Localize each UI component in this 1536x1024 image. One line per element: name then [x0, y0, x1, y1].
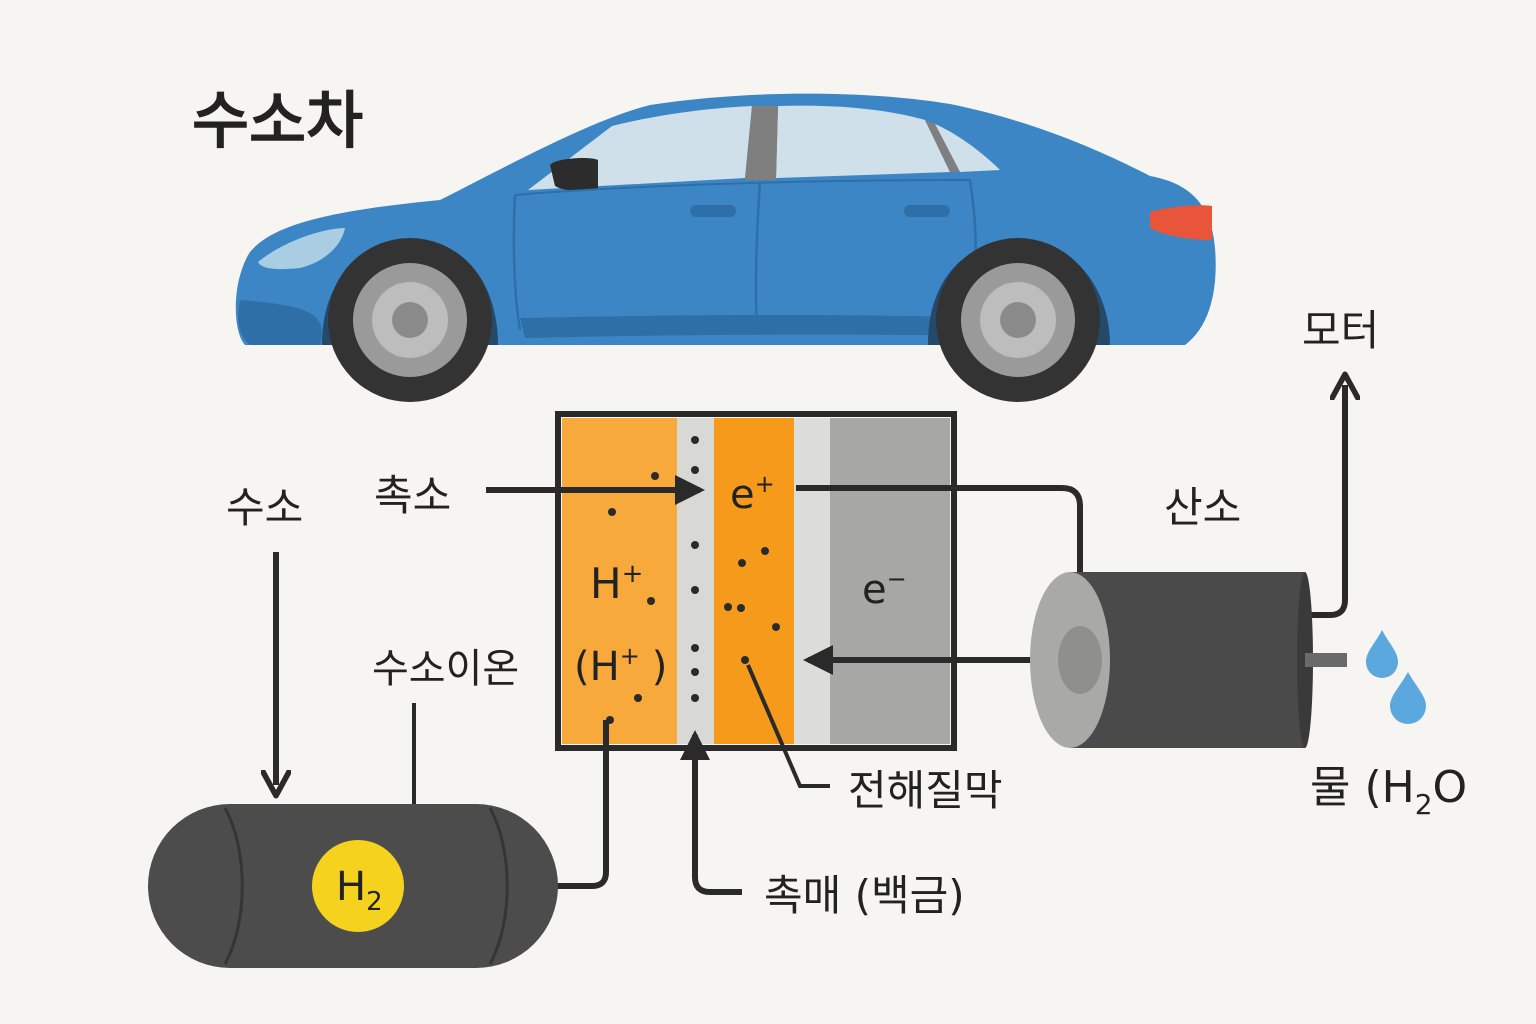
- h-ion-paren-open: (H: [574, 644, 620, 690]
- cathode-gas-layer: [830, 418, 950, 744]
- svg-text:e−: e−: [862, 565, 907, 613]
- membrane-label: 전해질막: [848, 766, 1003, 815]
- fuel-cell-frame: [555, 411, 957, 751]
- hydrogen-tank-icon: H2: [148, 804, 558, 968]
- water-label-prefix: 물 (H: [1310, 762, 1415, 813]
- catalyst-label: 촉매 (백금): [764, 871, 965, 920]
- diagram-title: 수소차: [192, 84, 363, 157]
- electron-wire-out: [796, 485, 1083, 640]
- e-plus-label: e: [730, 472, 755, 518]
- water-drop-icon: [1390, 672, 1426, 724]
- h-ion-paren-plus: +: [620, 642, 640, 670]
- svg-text:물 (H2O: 물 (H2O: [1310, 762, 1467, 821]
- oxygen-label: 산소: [1164, 483, 1241, 532]
- car-mirror: [550, 157, 598, 191]
- fuel-cell-stack: H+ (H+) e+ e−: [555, 411, 957, 751]
- water-drop-icon: [1366, 630, 1398, 678]
- door-handle-front: [690, 205, 736, 217]
- catalyst-side-label: 촉소: [374, 471, 451, 520]
- hydrogen-label: 수소: [226, 483, 303, 532]
- svg-text:e+: e+: [730, 470, 775, 518]
- hydrogen-ion-label: 수소이온: [372, 646, 519, 692]
- membrane-leader: [746, 664, 830, 788]
- cathode-particles: [724, 547, 780, 664]
- e-minus-label: e: [862, 567, 887, 613]
- motor-label: 모터: [1302, 306, 1379, 355]
- svg-text:(H+): (H+): [574, 642, 667, 690]
- hydrogen-pipe: [556, 720, 609, 889]
- car-tail-light: [1150, 205, 1212, 240]
- motor-up-arrow: [1305, 385, 1345, 618]
- gas-diffusion-layer: [794, 418, 830, 744]
- car-headlight: [258, 228, 345, 270]
- tank-badge: [312, 840, 404, 932]
- membrane-dots: [691, 436, 699, 702]
- water-label-suffix: O: [1433, 762, 1468, 813]
- tank-h-sub: 2: [366, 887, 383, 917]
- motor-icon: [1030, 572, 1347, 748]
- cathode-layer: [714, 418, 794, 744]
- e-plus-sign: +: [755, 470, 775, 498]
- water-label-sub: 2: [1415, 788, 1433, 821]
- motor-shaft: [1305, 653, 1347, 667]
- e-minus-sign: −: [887, 565, 907, 593]
- tank-h-label: H: [336, 864, 366, 910]
- car-icon: [235, 93, 1216, 402]
- h-ion-label: H: [590, 559, 622, 608]
- h-ion-plus: +: [622, 559, 644, 589]
- rear-wheel: [936, 238, 1100, 402]
- front-wheel: [328, 238, 492, 402]
- h-ion-paren-close: ): [652, 644, 668, 690]
- svg-text:H2: H2: [336, 864, 383, 917]
- catalyst-arrow: [680, 730, 742, 895]
- svg-text:H+: H+: [590, 559, 643, 608]
- door-handle-rear: [904, 205, 950, 217]
- motor-hub: [1058, 626, 1102, 694]
- car-rear-window: [776, 105, 950, 178]
- anode-layer: [562, 418, 677, 744]
